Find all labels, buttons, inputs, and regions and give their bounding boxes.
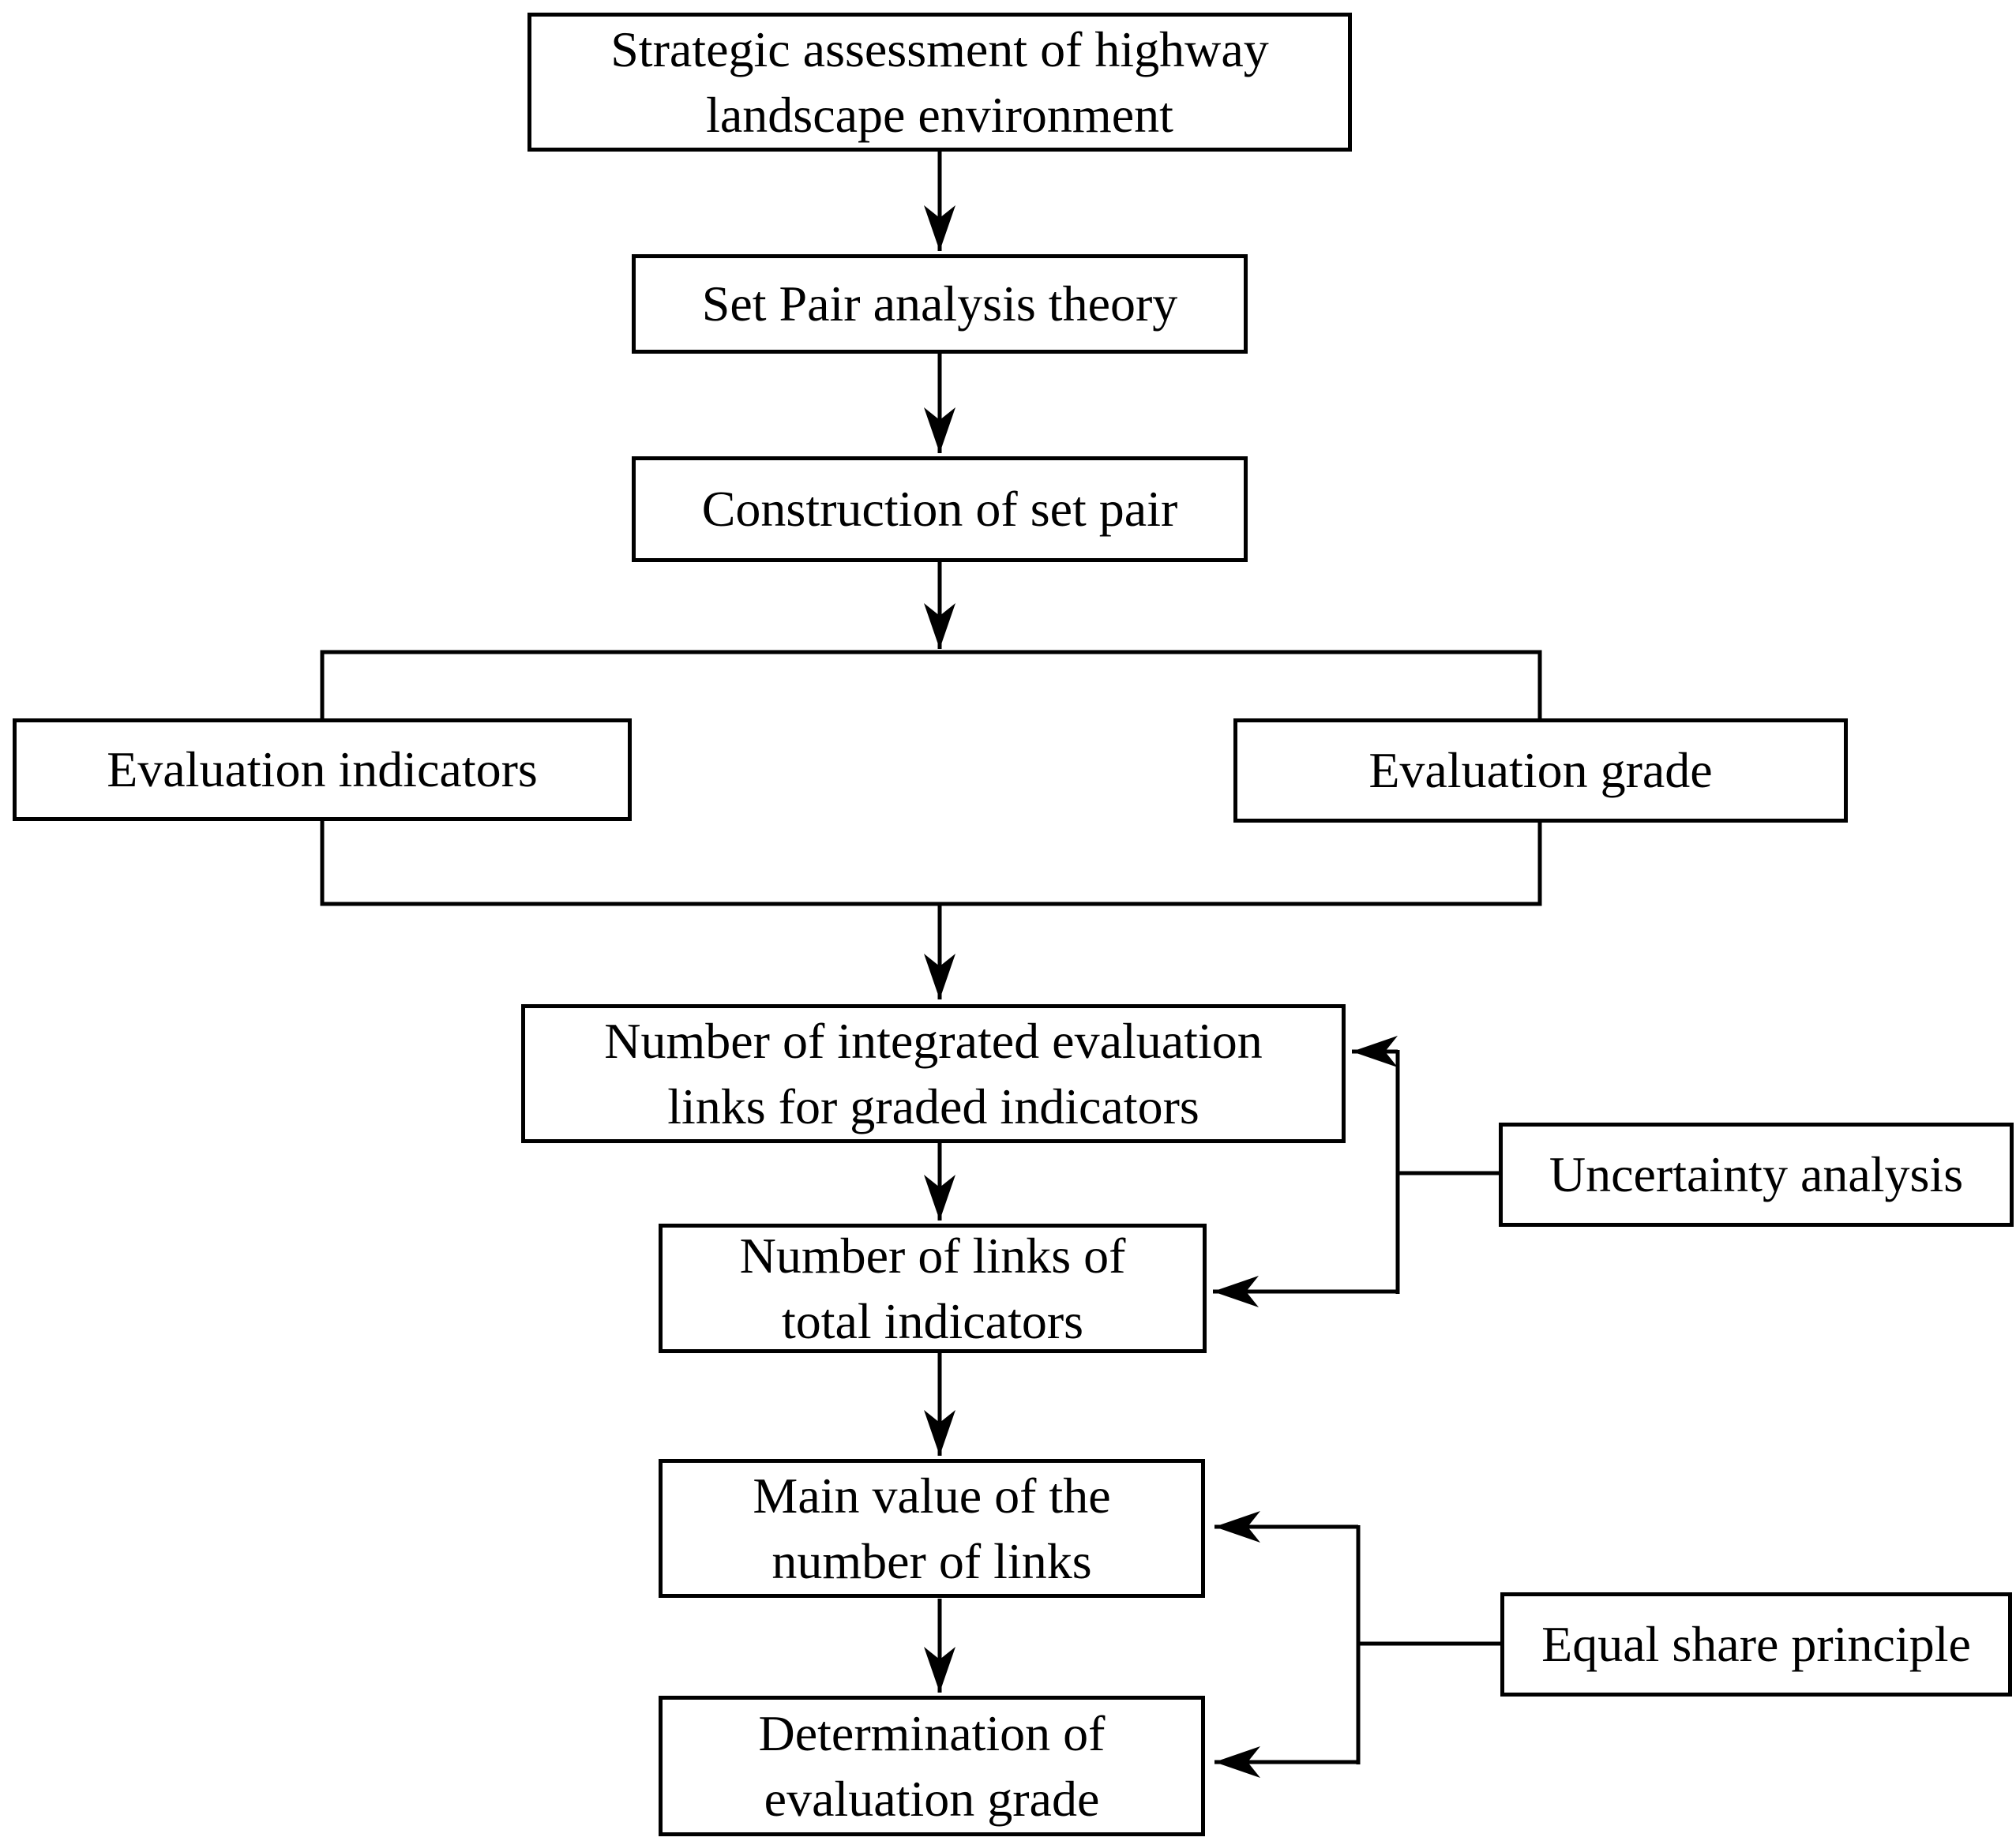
node-label-line: Equal share principle [1541,1616,1971,1673]
node-label-line: landscape environment [706,87,1173,143]
node-uncertainty-analysis: Uncertainty analysis [1499,1123,2014,1227]
node-label-line: Strategic assessment of highway [610,21,1269,77]
node-label-line: total indicators [781,1293,1084,1349]
node-label-line: number of links [771,1533,1092,1589]
node-label-line: Evaluation grade [1368,742,1713,799]
node-main-value-of-links: Main value of the number of links [659,1459,1205,1598]
node-label-line: Set Pair analysis theory [701,276,1178,332]
node-label-line: links for graded indicators [667,1078,1199,1134]
node-construction-of-set-pair: Construction of set pair [632,456,1248,562]
node-num-integrated-evaluation-links: Number of integrated evaluation links fo… [521,1004,1346,1143]
node-num-links-total-indicators: Number of links of total indicators [659,1224,1207,1353]
node-label-line: Main value of the [753,1467,1111,1524]
node-label-line: evaluation grade [764,1771,1100,1827]
node-label-line: Uncertainty analysis [1549,1146,1964,1203]
node-determination-of-evaluation-grade: Determination of evaluation grade [659,1696,1205,1836]
node-set-pair-analysis-theory: Set Pair analysis theory [632,254,1248,354]
node-label-line: Number of links of [739,1227,1126,1284]
node-label-line: Number of integrated evaluation [604,1012,1263,1069]
node-equal-share-principle: Equal share principle [1500,1592,2012,1697]
node-label-line: Construction of set pair [701,481,1178,538]
node-evaluation-grade: Evaluation grade [1233,718,1848,823]
node-label-line: Evaluation indicators [107,741,538,798]
node-strategic-assessment: Strategic assessment of highway landscap… [527,13,1352,152]
node-label-line: Determination of [758,1704,1106,1761]
node-evaluation-indicators: Evaluation indicators [13,718,632,821]
